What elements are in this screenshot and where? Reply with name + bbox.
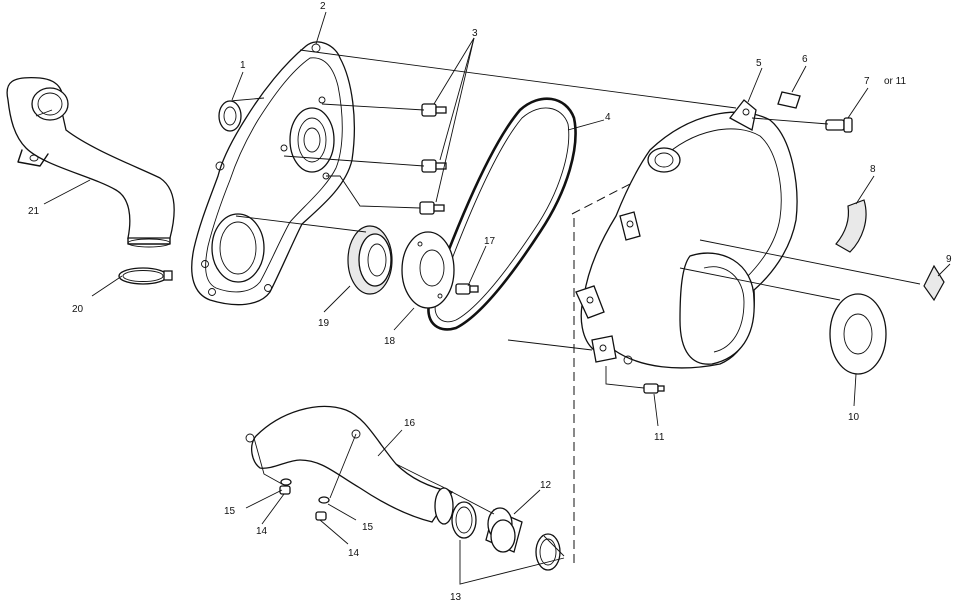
callout-17: 17	[484, 236, 496, 247]
callout-10: 10	[848, 412, 860, 423]
part-14-15-fasteners	[279, 478, 330, 521]
callout-21: 21	[28, 206, 40, 217]
callout-11: 11	[654, 432, 665, 443]
part-11-screw	[643, 383, 665, 394]
part-5-outer-cover	[575, 99, 798, 369]
callout-9: 9	[946, 254, 952, 265]
part-4-drive-belt	[427, 97, 577, 331]
part-9-decal	[923, 264, 945, 302]
part-16-exhaust-duct	[245, 405, 454, 525]
part-1-ring	[218, 100, 242, 132]
part-18-bearing-plate	[401, 231, 455, 309]
part-2-inner-cover	[191, 41, 356, 306]
part-17-bolt	[455, 283, 479, 295]
callout-6: 6	[802, 54, 808, 65]
callout-15b: 15	[362, 522, 374, 533]
callout-4: 4	[605, 112, 611, 123]
part-8-label	[835, 199, 867, 253]
callout-2: 2	[320, 1, 326, 12]
part-6-decal	[777, 91, 801, 109]
callout-20: 20	[72, 304, 84, 315]
callout-5: 5	[756, 58, 762, 69]
part-3-bolts	[419, 103, 447, 215]
callout-1: 1	[240, 60, 246, 71]
bolt-3c	[419, 201, 445, 215]
bolt-3a	[421, 103, 447, 117]
callout-14b: 14	[348, 548, 360, 559]
callout-16: 16	[404, 418, 416, 429]
callout-3: 3	[472, 28, 478, 39]
leader-lines	[35, 11, 951, 585]
part-12-coupler	[485, 507, 523, 553]
callout-7: 7	[864, 76, 870, 87]
callout-15a: 15	[224, 506, 236, 517]
part-20-hose-clamp	[118, 267, 173, 285]
part-13-clamps	[451, 501, 561, 571]
part-10-foam-ring	[829, 293, 887, 375]
part-19-seal	[347, 225, 393, 295]
callout-8: 8	[870, 164, 876, 175]
part-21-intake-duct	[6, 76, 175, 248]
callout-labels: 2 1 3 4 5 6 7 or 11 8 9 10 11 12 13 14 1…	[28, 1, 952, 603]
callout-12: 12	[540, 480, 552, 491]
bolt-3b	[421, 159, 447, 173]
alignment-lines	[229, 49, 921, 568]
callout-19: 19	[318, 318, 330, 329]
callout-13: 13	[450, 592, 462, 603]
part-7-screw	[825, 117, 853, 133]
callout-18: 18	[384, 336, 396, 347]
callout-14a: 14	[256, 526, 268, 537]
callout-7-note: or 11	[884, 76, 906, 87]
